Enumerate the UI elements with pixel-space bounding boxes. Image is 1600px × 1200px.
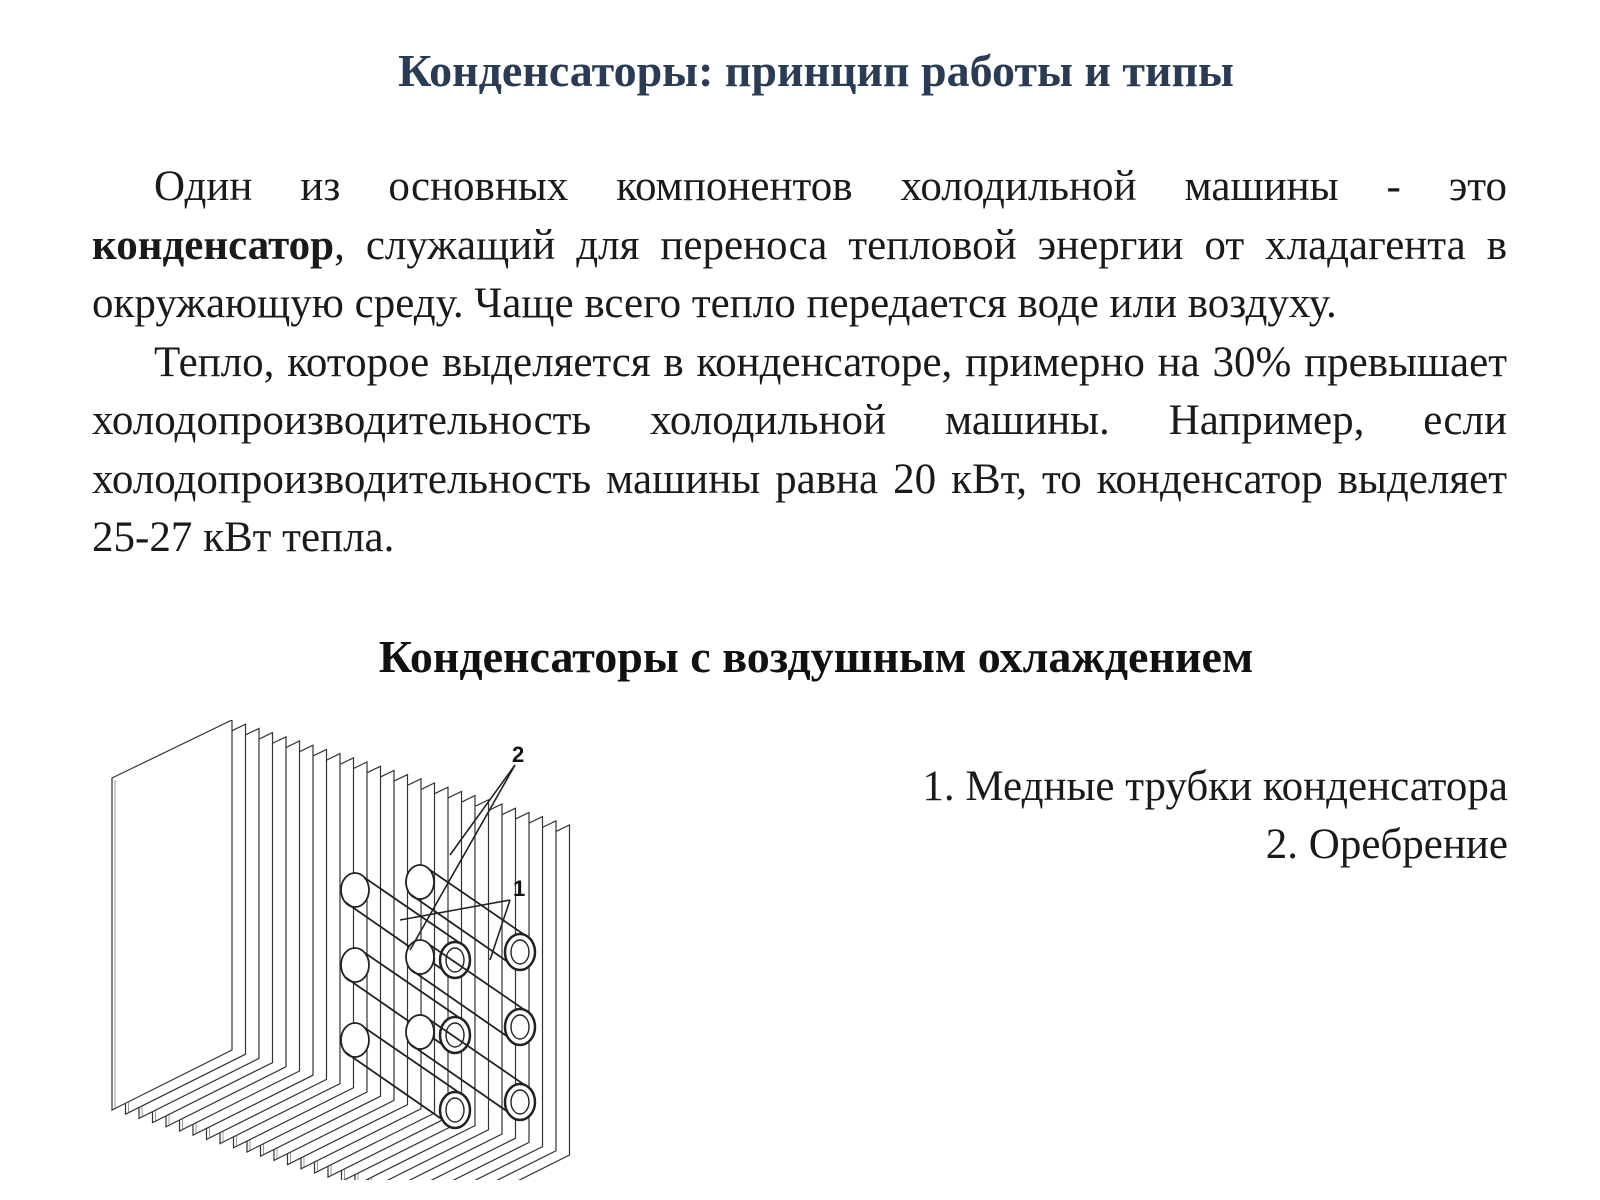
diagram-legend: 1. Медные трубки конденсатора 2. Оребрен… bbox=[922, 758, 1508, 874]
paragraph-1-end: , служащий для переноса тепловой энергии… bbox=[92, 221, 1507, 328]
legend-item-tubes: 1. Медные трубки конденсатора bbox=[922, 763, 1508, 810]
condenser-diagram: 2 1 bbox=[100, 719, 580, 1200]
label-leaders bbox=[399, 764, 516, 961]
condenser-drawing: 2 1 bbox=[111, 719, 571, 1200]
copper-tube bbox=[340, 1022, 472, 1130]
paragraph-1-start: Один из основных компонентов холодильной… bbox=[154, 163, 1507, 210]
label-fins: 2 bbox=[512, 742, 524, 767]
copper-tube bbox=[405, 939, 537, 1047]
section-subtitle: Конденсаторы с воздушным охлаждением bbox=[378, 631, 1254, 682]
copper-tube bbox=[405, 864, 537, 972]
copper-tube bbox=[405, 1014, 537, 1122]
paragraph-2: Тепло, которое выделяется в конденсаторе… bbox=[92, 338, 1507, 562]
fin-plate bbox=[111, 719, 233, 1111]
label-tubes: 1 bbox=[513, 876, 525, 901]
body-text: Один из основных компонентов холодильной… bbox=[92, 158, 1507, 568]
legend-item-fins: 2. Оребрение bbox=[1265, 821, 1508, 868]
paragraph-1: Один из основных компонентов холодильной… bbox=[92, 158, 1507, 334]
paragraph-1-bold-term: конденсатор bbox=[92, 221, 335, 269]
slide-title: Конденсаторы: принцип работы и типы bbox=[398, 45, 1234, 96]
copper-tubes bbox=[340, 864, 537, 1130]
